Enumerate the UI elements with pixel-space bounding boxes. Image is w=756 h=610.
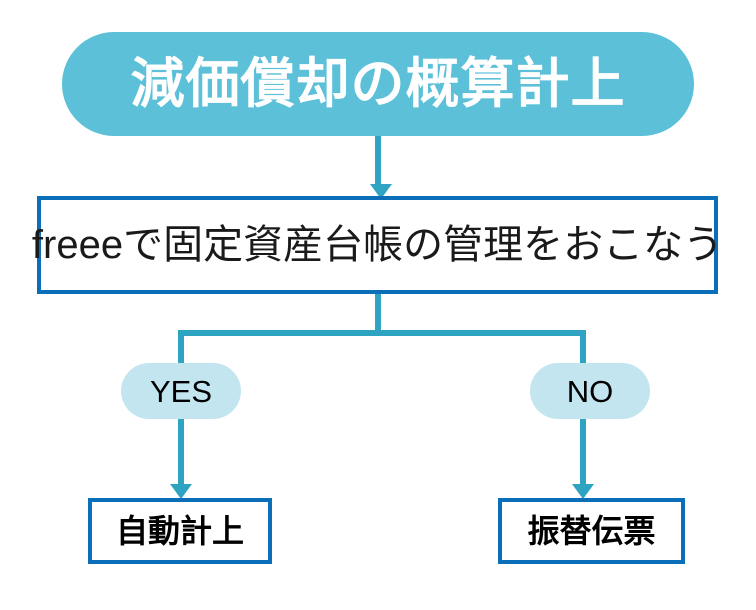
connector-decision-to-branch [375,294,381,336]
connector-branch-to-no [580,330,586,365]
connector-no-to-outcome [580,419,586,487]
outcome-box-no-label: 振替伝票 [527,513,656,549]
branch-pill-yes: YES [121,363,241,419]
branch-pill-no: NO [530,363,650,419]
connector-branch-to-yes [178,330,184,365]
outcome-box-yes: 自動計上 [88,498,272,564]
arrowhead-title-to-decision-icon [370,184,392,199]
branch-pill-yes-label: YES [149,373,213,409]
arrowhead-no-to-outcome-icon [572,484,594,499]
arrowhead-yes-to-outcome-icon [170,484,192,499]
outcome-box-no: 振替伝票 [498,498,685,564]
decision-box-label: freeeで固定資産台帳の管理をおこなう [31,223,724,267]
flowchart-title-label: 減価償却の概算計上 [130,54,626,114]
outcome-box-yes-label: 自動計上 [115,513,244,549]
flowchart-title-banner: 減価償却の概算計上 [62,32,694,136]
connector-title-to-decision [375,136,381,188]
connector-yes-to-outcome [178,419,184,487]
connector-branch-bar [178,330,586,336]
decision-box: freeeで固定資産台帳の管理をおこなう [32,196,723,294]
branch-pill-no-label: NO [566,373,614,409]
